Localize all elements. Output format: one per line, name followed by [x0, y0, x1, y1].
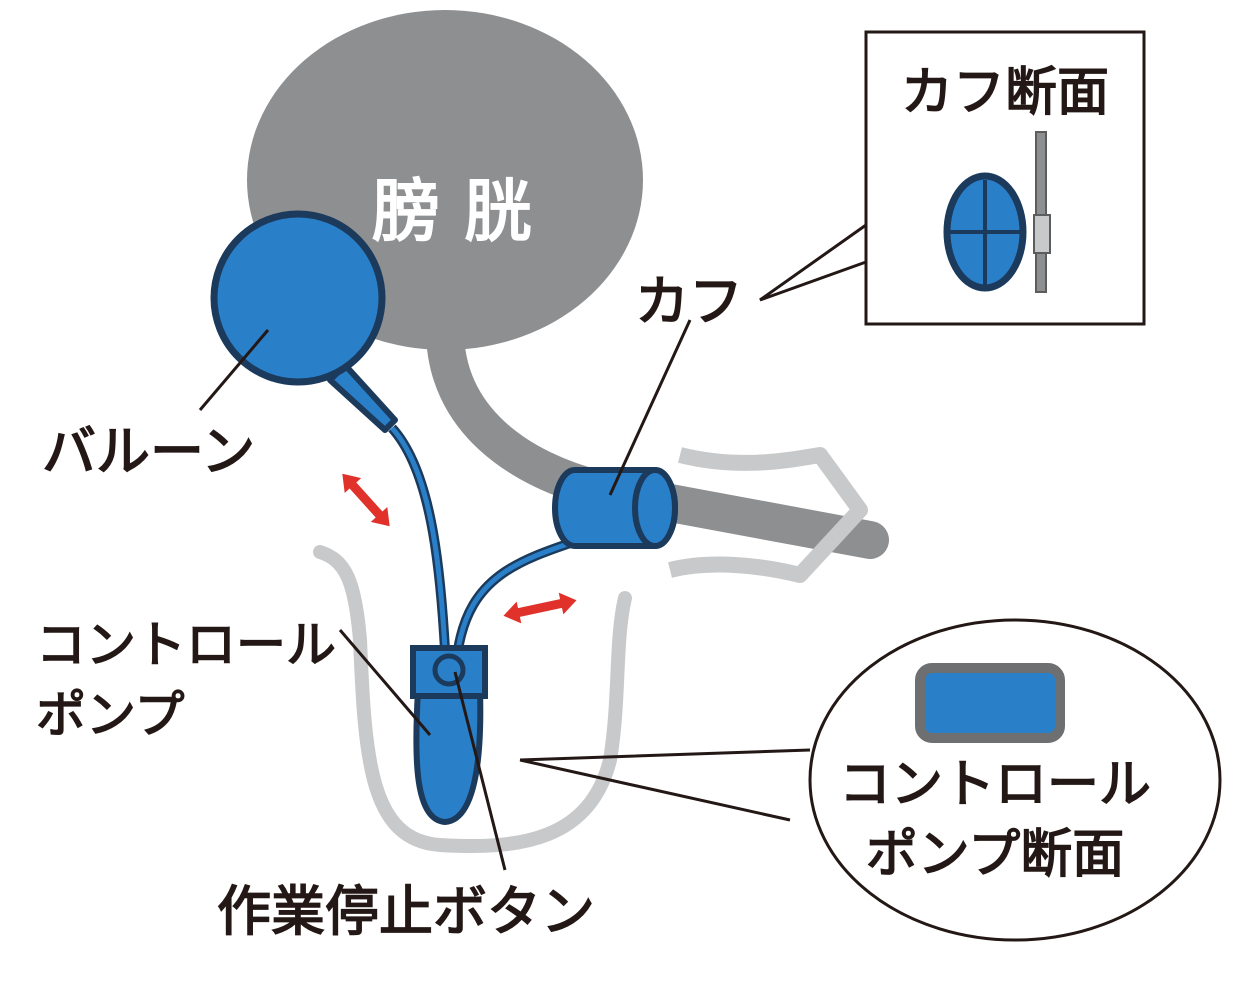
leader-stop-button	[453, 671, 507, 871]
pump-section-shape	[915, 663, 1065, 743]
pump-label-line1: コントロール	[36, 616, 336, 674]
leader-pump	[338, 629, 432, 736]
cuff-section-urethra	[1035, 131, 1047, 293]
leader-cuff	[608, 319, 692, 496]
pump-callout-pointer	[519, 748, 811, 822]
stop-button	[432, 653, 466, 687]
control-pump	[413, 687, 484, 826]
cuff-end	[632, 467, 678, 549]
cuff-label: カフ	[635, 270, 743, 333]
urethra-outline	[668, 447, 868, 583]
pump-section-label-line1: コントロール	[839, 755, 1151, 815]
balloon-label: バルーン	[42, 420, 255, 483]
balloon	[210, 210, 386, 386]
leader-balloon	[198, 329, 270, 411]
flow-arrow-balloon	[338, 469, 394, 531]
pump-section-label-line2: ポンプ断面	[866, 825, 1124, 885]
tube-balloon-to-pump-inner	[390, 426, 448, 651]
flow-arrow-cuff	[498, 587, 582, 629]
stop-button-label: 作業停止ボタン	[217, 880, 595, 943]
cuff-callout-pointer	[759, 223, 867, 302]
cuff-section-clip	[1033, 214, 1051, 254]
cuff-section-label: カフ断面	[901, 63, 1109, 123]
scrotum-outline	[313, 545, 632, 854]
pump-label-line2: ポンプ	[36, 686, 185, 744]
pump-section-bubble	[808, 618, 1222, 942]
tube-cuff-to-pump-inner	[455, 535, 586, 651]
tube-balloon-to-pump	[388, 424, 450, 651]
bladder-label: 膀 胱	[372, 173, 532, 252]
